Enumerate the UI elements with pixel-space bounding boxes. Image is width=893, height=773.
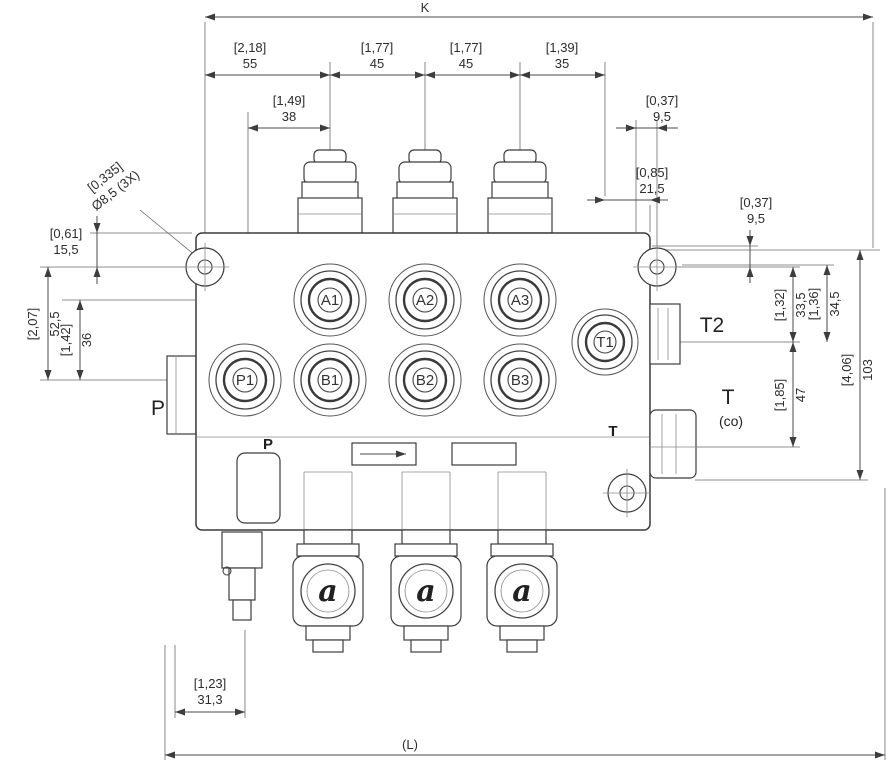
- svg-text:47: 47: [793, 388, 808, 402]
- svg-text:[1,36]: [1,36]: [806, 288, 821, 321]
- dim-52-5: [2,07] 52,5: [25, 308, 62, 341]
- dim-35: [1,39] 35: [546, 40, 579, 71]
- coil-attachment-lines: [303, 471, 547, 530]
- mounting-hole-top-left: [181, 243, 229, 291]
- dim-34-5: [1,36] 34,5: [806, 288, 842, 321]
- dim-45b: [1,77] 45: [450, 40, 483, 71]
- relief-valve-fitting: [221, 531, 263, 621]
- mounting-hole-top-right: [633, 243, 681, 291]
- flow-arrow-box-1: [351, 442, 417, 466]
- svg-text:[2,07]: [2,07]: [25, 308, 40, 341]
- svg-text:45: 45: [459, 56, 473, 71]
- svg-text:15,5: 15,5: [53, 242, 78, 257]
- port-b1: B1: [293, 343, 367, 417]
- coil-logo: a: [416, 574, 435, 609]
- coil-logo: a: [512, 574, 531, 609]
- coil-3: a: [486, 529, 558, 653]
- svg-text:[1,49]: [1,49]: [273, 93, 306, 108]
- port-p1: P1: [208, 343, 282, 417]
- port-label: B2: [416, 372, 434, 389]
- valve-body: a a a A1: [166, 149, 697, 653]
- p-callout: P: [151, 397, 165, 420]
- port-a1: A1: [293, 263, 367, 337]
- dim-15-5: [0,61] 15,5: [50, 226, 83, 257]
- dim-31-3: [1,23] 31,3: [194, 676, 227, 707]
- port-label: B1: [321, 372, 339, 389]
- svg-text:52,5: 52,5: [47, 311, 62, 336]
- dimension-lines: [44, 13, 885, 759]
- svg-text:[1,23]: [1,23]: [194, 676, 227, 691]
- cap-3: [487, 149, 553, 234]
- svg-text:35: 35: [555, 56, 569, 71]
- dim-38: [1,49] 38: [273, 93, 306, 124]
- mounting-hole-bottom-right: [603, 469, 651, 517]
- body-t-label: T: [608, 423, 617, 440]
- port-label: T1: [596, 334, 614, 351]
- svg-text:45: 45: [370, 56, 384, 71]
- svg-text:103: 103: [860, 359, 875, 381]
- svg-text:[2,18]: [2,18]: [234, 40, 267, 55]
- dim-l: (L): [402, 737, 418, 752]
- t-callout: T: [722, 386, 735, 409]
- t-co-callout: (co): [719, 413, 743, 429]
- cap-1: [297, 149, 363, 234]
- svg-text:21,5: 21,5: [639, 181, 664, 196]
- svg-text:[0,37]: [0,37]: [740, 195, 773, 210]
- dim-21-5: [0,85] 21,5: [636, 165, 669, 196]
- svg-text:33,5: 33,5: [793, 292, 808, 317]
- p-port-boss: [166, 355, 197, 435]
- svg-text:[1,77]: [1,77]: [450, 40, 483, 55]
- svg-text:[0,85]: [0,85]: [636, 165, 669, 180]
- svg-text:[0,37]: [0,37]: [646, 93, 679, 108]
- svg-text:31,3: 31,3: [197, 692, 222, 707]
- dim-47: [1,85] 47: [772, 379, 808, 412]
- svg-text:9,5: 9,5: [653, 109, 671, 124]
- t2-port-boss: [649, 303, 681, 365]
- port-b2: B2: [388, 343, 462, 417]
- svg-text:9,5: 9,5: [747, 211, 765, 226]
- port-a3: A3: [483, 263, 557, 337]
- t2-callout: T2: [700, 314, 725, 337]
- dim-9-5-top: [0,37] 9,5: [646, 93, 679, 124]
- t-co-port-boss: [649, 409, 697, 479]
- dim-33-5: [1,32] 33,5: [772, 289, 808, 322]
- svg-text:[1,42]: [1,42]: [58, 324, 73, 357]
- port-b3: B3: [483, 343, 557, 417]
- flow-arrow-box-2: [451, 442, 517, 466]
- svg-text:[1,32]: [1,32]: [772, 289, 787, 322]
- svg-text:36: 36: [79, 333, 94, 347]
- port-label: A3: [511, 292, 529, 309]
- port-t1: T1: [571, 308, 639, 376]
- extension-lines: [40, 22, 886, 760]
- svg-text:34,5: 34,5: [827, 291, 842, 316]
- svg-text:38: 38: [282, 109, 296, 124]
- port-label: A2: [416, 292, 434, 309]
- port-label: P1: [236, 372, 254, 389]
- dim-9-5-right: [0,37] 9,5: [740, 195, 773, 226]
- dim-55: [2,18] 55: [234, 40, 267, 71]
- dim-k: K: [421, 0, 430, 15]
- coil-logo: a: [318, 574, 337, 609]
- cap-2: [392, 149, 458, 234]
- body-p-label: P: [263, 436, 273, 453]
- dim-45a: [1,77] 45: [361, 40, 394, 71]
- dim-103: [4,06] 103: [839, 354, 875, 387]
- coil-2: a: [390, 529, 462, 653]
- svg-text:[1,85]: [1,85]: [772, 379, 787, 412]
- port-label: B3: [511, 372, 529, 389]
- port-label: A1: [321, 292, 339, 309]
- dim-36: [1,42] 36: [58, 324, 94, 357]
- svg-text:[1,77]: [1,77]: [361, 40, 394, 55]
- svg-text:55: 55: [243, 56, 257, 71]
- svg-text:[4,06]: [4,06]: [839, 354, 854, 387]
- name-plate: [236, 452, 281, 524]
- port-a2: A2: [388, 263, 462, 337]
- coil-1: a: [292, 529, 364, 653]
- dim-hole-note: [0,335] Ø8,5 (3X): [85, 159, 143, 214]
- svg-text:[0,61]: [0,61]: [50, 226, 83, 241]
- svg-text:[1,39]: [1,39]: [546, 40, 579, 55]
- dimension-labels: K (L) [2,18] 55 [1,77] 45 [1,77] 45 [1,3…: [25, 0, 875, 752]
